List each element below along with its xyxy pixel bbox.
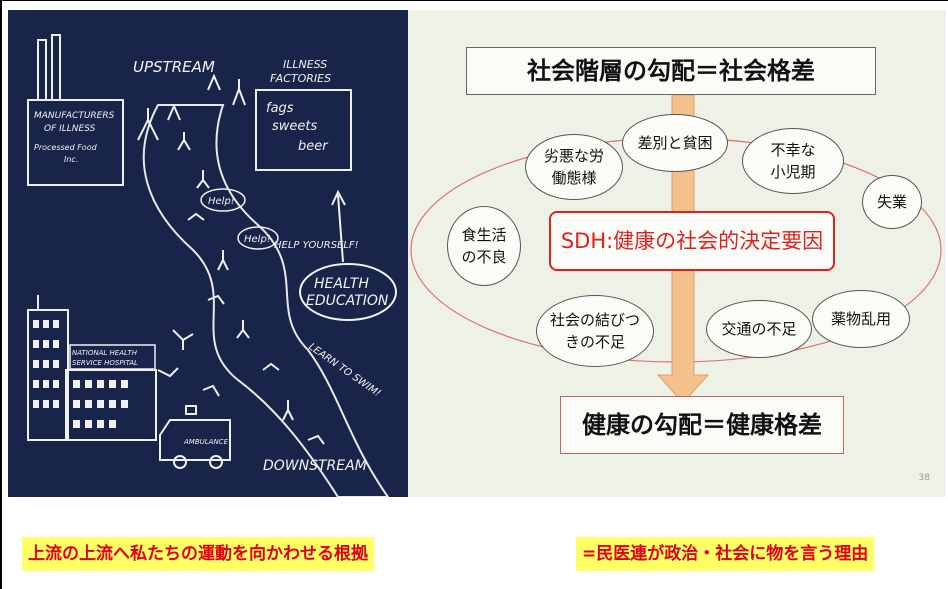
upstream-downstream-illustration: MANUFACTURERS OF ILLNESS Processed Food … xyxy=(8,10,408,497)
manufacturers-line-3: Processed Food xyxy=(34,143,98,152)
illustration-drawing: MANUFACTURERS OF ILLNESS Processed Food … xyxy=(27,34,397,497)
arrow-up-icon xyxy=(331,189,346,263)
sdh-center-box: SDH:健康の社会的決定要因 xyxy=(549,211,835,271)
river-outline xyxy=(142,104,390,497)
illness-factory-box xyxy=(255,89,352,171)
bubble-drug-abuse: 薬物乱用 xyxy=(812,290,910,348)
caption-left: 上流の上流へ私たちの運動を向かわせる根拠 xyxy=(22,537,374,571)
health-education-oval xyxy=(299,263,397,321)
health-gradient-box: 健康の勾配＝健康格差 xyxy=(560,396,844,454)
slide-page-number: 38 xyxy=(918,473,930,483)
caption-right: =民医連が政治・社会に物を言う理由 xyxy=(576,537,875,571)
learn-to-swim-label: LEARN TO SWIM! xyxy=(306,341,382,399)
bubble-poor-diet: 食生活 の不良 xyxy=(447,206,521,286)
factories-label: FACTORIES xyxy=(270,72,331,85)
bubble-transport: 交通の不足 xyxy=(706,300,812,358)
goods-fags: fags xyxy=(266,101,294,116)
ambulance-label: AMBULANCE xyxy=(183,438,229,446)
goods-beer: beer xyxy=(298,139,329,154)
slide-title: 社会階層の勾配＝社会格差 xyxy=(466,47,876,95)
manufacturers-box xyxy=(27,99,124,186)
swimmers xyxy=(157,132,325,445)
bubble-discrimination-poverty: 差別と貧困 xyxy=(622,114,728,172)
manufacturers-line-4: Inc. xyxy=(64,155,78,164)
help-yourself-label: HELP YOURSELF! xyxy=(274,240,359,251)
downstream-label: DOWNSTREAM xyxy=(263,458,367,474)
ambulance-icon xyxy=(159,405,231,469)
education-label: EDUCATION xyxy=(306,293,389,309)
goods-sweets: sweets xyxy=(272,119,317,134)
upstream-label: UPSTREAM xyxy=(133,58,215,76)
chimney-icon xyxy=(37,34,61,101)
hospital-line-1: NATIONAL HEALTH xyxy=(72,349,138,357)
frame-top-border xyxy=(0,0,948,1)
help-bubble-2: Help! xyxy=(244,234,271,245)
bubble-unemployment: 失業 xyxy=(862,175,922,229)
sdh-slide: 社会階層の勾配＝社会格差 差別と貧困 劣悪な労 働態様 不幸な 小児期 失業 食… xyxy=(408,10,946,497)
bubble-social-ties: 社会の結びつ きの不足 xyxy=(536,295,654,367)
health-label: HEALTH xyxy=(314,276,369,292)
hospital-building xyxy=(27,295,157,441)
frame-left-border xyxy=(0,0,2,589)
manufacturers-line-2: OF ILLNESS xyxy=(44,124,96,134)
help-bubble-1: Help! xyxy=(208,196,235,207)
hospital-line-2: SERVICE HOSPITAL xyxy=(72,359,138,367)
illness-label: ILLNESS xyxy=(283,58,327,71)
manufacturers-line-1: MANUFACTURERS xyxy=(34,111,115,121)
bubble-poor-labor: 劣悪な労 働態様 xyxy=(525,134,623,200)
bubble-unhappy-childhood: 不幸な 小児期 xyxy=(742,128,844,194)
